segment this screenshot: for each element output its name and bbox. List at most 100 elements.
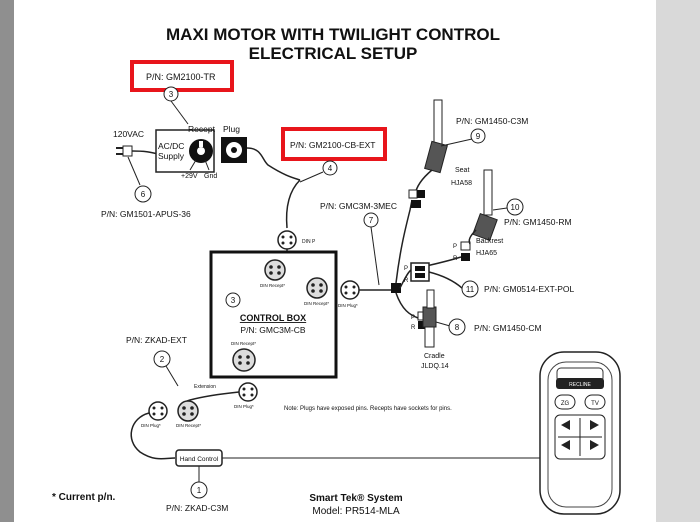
callout-11 bbox=[461, 280, 479, 298]
callout-3-box-label: 3 bbox=[231, 296, 236, 305]
callout-4-label: 4 bbox=[328, 164, 333, 173]
cradle-code: JLDQ.14 bbox=[421, 363, 449, 370]
ext-r: R bbox=[404, 278, 409, 284]
callout-6 bbox=[134, 185, 152, 203]
din-recept-top-label: DIN Recept* bbox=[260, 283, 285, 288]
callout-10-label: 10 bbox=[511, 203, 520, 212]
cradle-label: Cradle bbox=[424, 353, 445, 360]
control-box-title: CONTROL BOX bbox=[240, 313, 306, 323]
recept-label: Recept bbox=[188, 124, 216, 134]
system-name: Smart Tek® System bbox=[309, 493, 402, 504]
callout-11-label: 11 bbox=[466, 285, 475, 294]
din-plug-right bbox=[340, 280, 360, 300]
cradle-actuator-body bbox=[422, 306, 437, 328]
callout-2 bbox=[153, 350, 171, 368]
remote-zg: ZG bbox=[561, 401, 570, 407]
title-line-1: MAXI MOTOR WITH TWILIGHT CONTROL bbox=[166, 25, 500, 44]
cradle-actuator-lower bbox=[424, 326, 435, 348]
cradle-pn: P/N: GM1450-CM bbox=[474, 323, 542, 333]
seat-actuator-rod bbox=[433, 99, 443, 146]
cradle-r: R bbox=[411, 325, 416, 331]
ext-connector bbox=[410, 262, 430, 282]
extension-label: Extension bbox=[194, 384, 216, 390]
callout-6-label: 6 bbox=[141, 190, 146, 199]
callout-1-label: 1 bbox=[197, 486, 202, 495]
part-number-6: P/N: GM1501-APUS-36 bbox=[101, 209, 191, 219]
supply-label-1: AC/DC bbox=[158, 141, 184, 151]
remote-control-illustration: RECLINE ZG TV bbox=[539, 351, 621, 515]
extension-din-plug-top bbox=[238, 382, 258, 402]
backrest-connector-p bbox=[460, 241, 471, 251]
callout-7-label: 7 bbox=[369, 216, 374, 225]
cradle-actuator-rod bbox=[426, 289, 435, 309]
voltage-label: 120VAC bbox=[113, 129, 144, 139]
backrest-connector-r bbox=[461, 253, 470, 261]
cradle-connector-r bbox=[418, 321, 426, 329]
system-model: Model: PR514-MLA bbox=[312, 506, 400, 517]
backrest-code: HJA65 bbox=[476, 250, 497, 257]
control-box-pn: P/N: GMC3M-CB bbox=[240, 325, 306, 335]
supply-label-2: Supply bbox=[158, 151, 185, 161]
left-gutter bbox=[0, 0, 14, 522]
seat-label: Seat bbox=[455, 167, 469, 174]
din-recept-bottom bbox=[232, 348, 256, 372]
seat-connector-lower bbox=[411, 200, 421, 208]
seat-code: HJA58 bbox=[451, 180, 472, 187]
v29-label: +29V bbox=[181, 173, 198, 180]
callout-9-label: 9 bbox=[476, 132, 481, 141]
wall-plug-icon bbox=[116, 145, 133, 157]
din-p-connector bbox=[277, 230, 297, 250]
highlight-box-tr bbox=[130, 60, 234, 92]
ext-pn: P/N: GM0514-EXT-POL bbox=[484, 284, 574, 294]
backrest-actuator-rod bbox=[483, 169, 493, 216]
highlight-box-cb-ext bbox=[281, 127, 387, 161]
footnote: * Current p/n. bbox=[52, 492, 116, 503]
backrest-p: P bbox=[453, 244, 457, 250]
seat-connector-p bbox=[408, 189, 418, 199]
callout-4 bbox=[322, 160, 338, 176]
callout-8 bbox=[448, 318, 466, 336]
cradle-p: P bbox=[411, 315, 415, 321]
din-p-label: DIN P bbox=[302, 239, 316, 245]
plug-icon bbox=[221, 137, 247, 163]
ext-p: P bbox=[404, 266, 408, 272]
hand-control-din-plug-label: DIN Plug* bbox=[141, 423, 161, 428]
recept-socket-icon bbox=[189, 139, 213, 163]
remote-recline: RECLINE bbox=[569, 382, 591, 388]
note-text: Note: Plugs have exposed pins. Recepts h… bbox=[284, 406, 452, 412]
extension-din-recept-label: DIN Recept* bbox=[176, 423, 201, 428]
title-line-2: ELECTRICAL SETUP bbox=[249, 44, 418, 63]
hand-control-din-plug bbox=[148, 401, 168, 421]
seat-pn: P/N: GM1450-C3M bbox=[456, 116, 528, 126]
din-recept-right-label: DIN Recept* bbox=[304, 301, 329, 306]
harness-junction bbox=[391, 283, 401, 293]
part-number-tr: P/N: GM2100-TR bbox=[146, 72, 216, 82]
part-number-cb-ext: P/N: GM2100-CB-EXT bbox=[290, 140, 376, 150]
backrest-actuator-body bbox=[472, 212, 498, 242]
din-recept-top bbox=[264, 259, 286, 281]
din-recept-right bbox=[306, 277, 328, 299]
seat-actuator-body bbox=[424, 140, 448, 174]
seat-connector-r bbox=[417, 190, 425, 198]
din-plug-right-label: DIN Plug* bbox=[338, 303, 358, 308]
remote-tv: TV bbox=[591, 401, 599, 407]
callout-1 bbox=[190, 481, 208, 499]
extension-din-plug-top-label: DIN Plug* bbox=[234, 404, 254, 409]
hand-control-label: Hand Control bbox=[180, 456, 219, 463]
callout-3-box bbox=[225, 292, 241, 308]
hand-control-pn: P/N: ZKAD-C3M bbox=[166, 503, 228, 513]
callout-3-power-label: 3 bbox=[169, 90, 174, 99]
callout-10 bbox=[506, 198, 524, 216]
callout-9 bbox=[470, 128, 486, 144]
callout-2-label: 2 bbox=[160, 355, 165, 364]
plug-label: Plug bbox=[223, 124, 240, 134]
extension-pn: P/N: ZKAD-EXT bbox=[126, 335, 187, 345]
din-recept-bottom-label: DIN Recept* bbox=[231, 341, 256, 346]
callout-8-label: 8 bbox=[455, 323, 460, 332]
harness-pn: P/N: GMC3M-3MEC bbox=[320, 201, 397, 211]
extension-din-recept bbox=[177, 400, 199, 422]
right-gutter bbox=[656, 0, 700, 522]
backrest-pn: P/N: GM1450-RM bbox=[504, 217, 572, 227]
gnd-label: Gnd bbox=[204, 173, 217, 180]
